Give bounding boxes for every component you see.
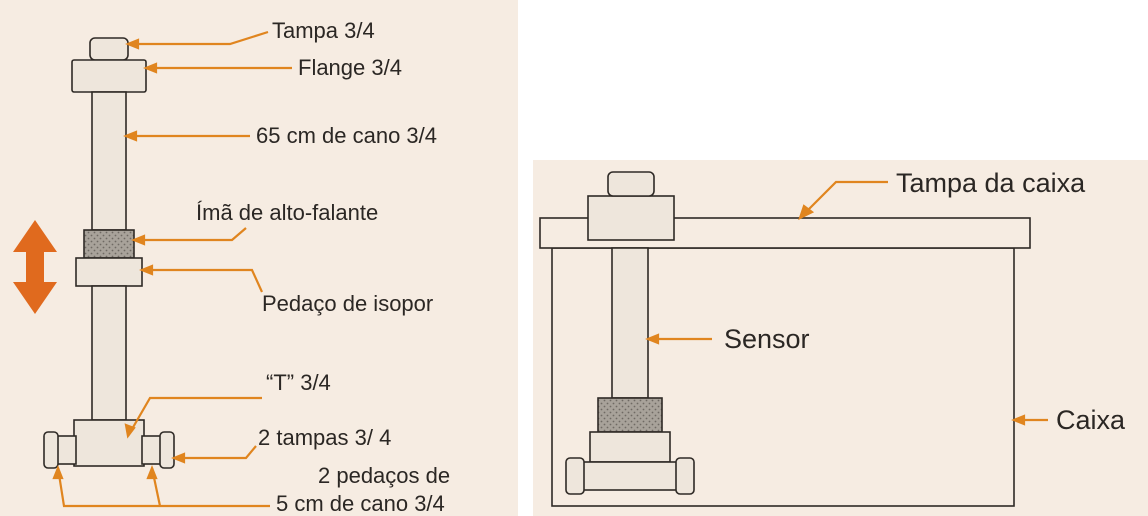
short-pipe-left [55,435,77,465]
end-cap-right [159,431,175,469]
leader-tampas-head [171,452,186,464]
movement-double-arrow [13,220,57,314]
label-cano: 65 cm de cano 3/4 [256,123,437,148]
label-pedacos-line1: 2 pedaços de [318,463,450,488]
leader-ima [134,227,247,242]
sensor-flange [587,195,675,241]
label-isopor: Pedaço de isopor [262,291,433,316]
leader-cano-head [123,130,138,142]
speaker-magnet [83,229,135,259]
leader-isopor-head [139,264,154,276]
sensor-cap [607,171,655,197]
leader-tampa-head [125,38,140,50]
label-tampa: Tampa 3/4 [272,18,375,43]
leader-tampa-caixa [805,180,888,213]
short-pipe-right [141,435,163,465]
sensor-float [589,431,671,463]
label-tampas: 2 tampas 3/ 4 [258,425,391,450]
isopor-piece [75,257,143,287]
sensor-base-cap-left [565,457,585,495]
label-ima: Ímã de alto-falante [196,200,378,225]
sensor-magnet [597,397,663,433]
tampa-cap [89,37,129,61]
leader-tampa-caixa-head [798,204,815,221]
leader-pedacos-head-left [52,465,64,480]
leader-t-head [124,423,136,439]
label-t: “T” 3/4 [266,370,331,395]
left-panel: Tampa 3/4 Flange 3/4 65 cm de cano 3/4 Í… [0,0,518,516]
label-flange: Flange 3/4 [298,55,402,80]
left-leader-lines [52,30,292,508]
pipe-65cm [91,91,127,231]
leader-pedacos-head-right [146,465,158,480]
pipe-lower [91,285,127,421]
sensor-base [581,461,679,491]
sensor-base-cap-right [675,457,695,495]
leader-isopor [142,268,264,293]
box-assembly [539,171,1031,507]
label-pedacos-line2: 5 cm de cano 3/4 [276,491,445,516]
leader-sensor-head [645,333,660,345]
label-tampa-caixa: Tampa da caixa [896,168,1086,198]
label-sensor: Sensor [724,324,810,354]
right-leader-lines [645,180,1048,426]
leader-ima-head [131,234,146,246]
leader-flange-head [143,62,158,74]
leader-pedacos [56,467,270,508]
leader-tampa [128,30,269,46]
end-cap-left [43,431,59,469]
sensor-pipe [611,247,649,399]
flange [71,59,147,93]
leader-t [127,396,262,437]
sensor-assembly-exploded [43,37,175,469]
right-panel: Tampa da caixa Sensor Caixa [533,160,1148,516]
leader-tampas [174,445,257,460]
label-caixa: Caixa [1056,405,1126,435]
leader-caixa-head [1011,414,1026,426]
